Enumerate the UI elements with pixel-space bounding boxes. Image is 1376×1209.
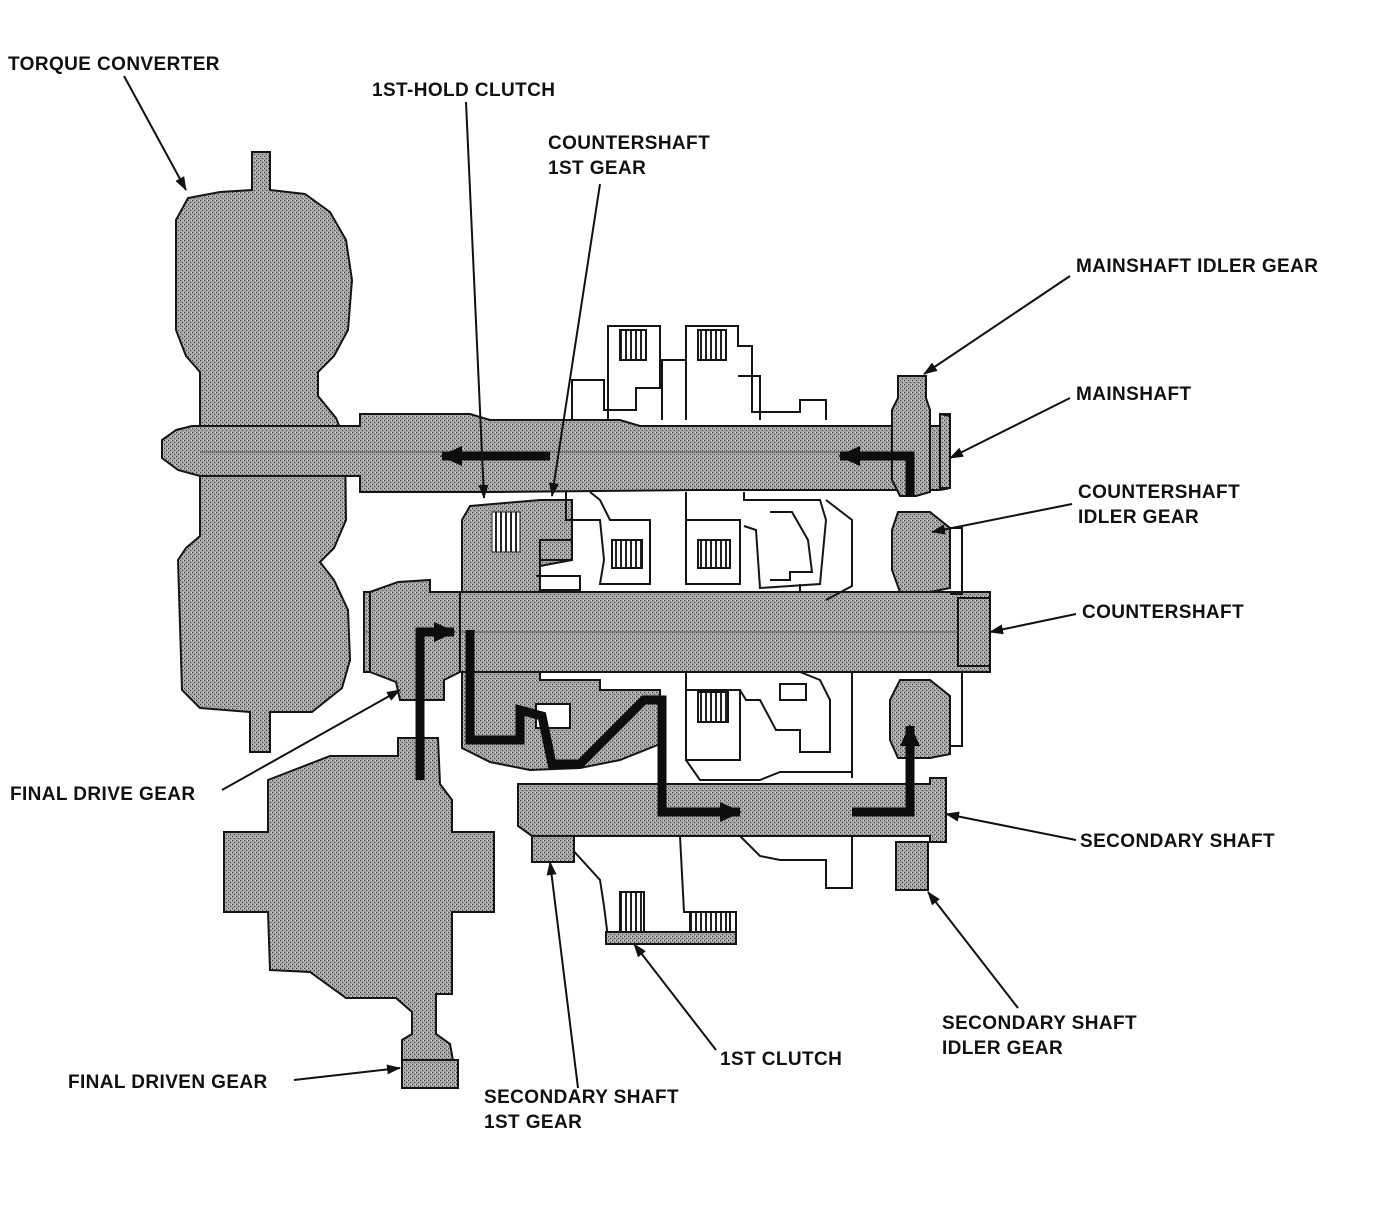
label-secondary-shaft-idler-gear-line2: IDLER GEAR — [942, 1038, 1064, 1059]
label-countershaft-idler-gear-line2: IDLER GEAR — [1078, 507, 1200, 528]
label-secondary-shaft-first-gear-line1: SECONDARY SHAFT — [484, 1087, 679, 1108]
label-torque-converter: TORQUE CONVERTER — [8, 54, 220, 75]
label-final-drive-gear: FINAL DRIVE GEAR — [10, 784, 196, 805]
secondary-shaft-first-gear-body — [531, 835, 737, 945]
final-driven-assembly — [223, 737, 495, 1089]
label-final-driven-gear: FINAL DRIVEN GEAR — [68, 1072, 268, 1093]
label-mainshaft-idler-gear: MAINSHAFT IDLER GEAR — [1076, 256, 1319, 277]
label-mainshaft: MAINSHAFT — [1076, 384, 1192, 405]
label-secondary-shaft: SECONDARY SHAFT — [1080, 831, 1275, 852]
label-countershaft: COUNTERSHAFT — [1082, 602, 1245, 623]
final-drive-gear-body — [369, 578, 461, 701]
label-first-clutch: 1ST CLUTCH — [720, 1049, 843, 1070]
mainshaft-body — [161, 412, 951, 493]
label-first-hold-clutch: 1ST-HOLD CLUTCH — [372, 80, 556, 101]
mainshaft-clutch-outlines — [531, 325, 853, 939]
lower-clutch-drum — [461, 671, 661, 772]
label-countershaft-idler-gear-line1: COUNTERSHAFT — [1078, 482, 1241, 503]
label-countershaft-first-gear-line1: COUNTERSHAFT — [548, 133, 711, 154]
leader-lines — [123, 75, 1077, 1089]
power-flow-path — [415, 446, 920, 822]
label-countershaft-first-gear-line2: 1ST GEAR — [548, 158, 647, 179]
first-hold-clutch-body — [461, 499, 573, 593]
label-secondary-shaft-idler-gear-line1: SECONDARY SHAFT — [942, 1013, 1137, 1034]
label-secondary-shaft-first-gear-line2: 1ST GEAR — [484, 1112, 583, 1133]
